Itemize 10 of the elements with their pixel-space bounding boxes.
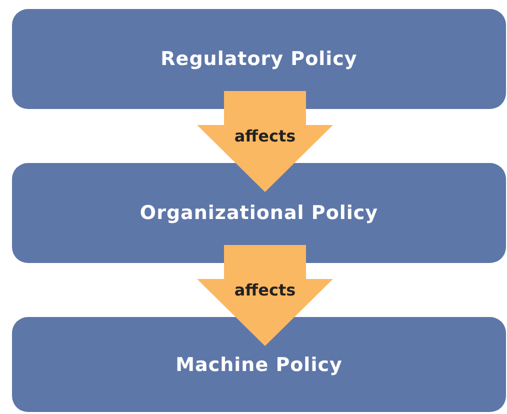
block-arrow	[197, 245, 333, 346]
process-box	[12, 317, 506, 412]
process-box	[12, 9, 506, 109]
box-title: Machine Policy	[176, 354, 342, 376]
process-box	[12, 163, 506, 263]
edge-label: affects	[234, 280, 296, 300]
box-title: Organizational Policy	[140, 202, 378, 224]
box-title: Regulatory Policy	[160, 48, 358, 70]
edge-label: affects	[234, 126, 296, 146]
block-arrow	[197, 91, 333, 192]
